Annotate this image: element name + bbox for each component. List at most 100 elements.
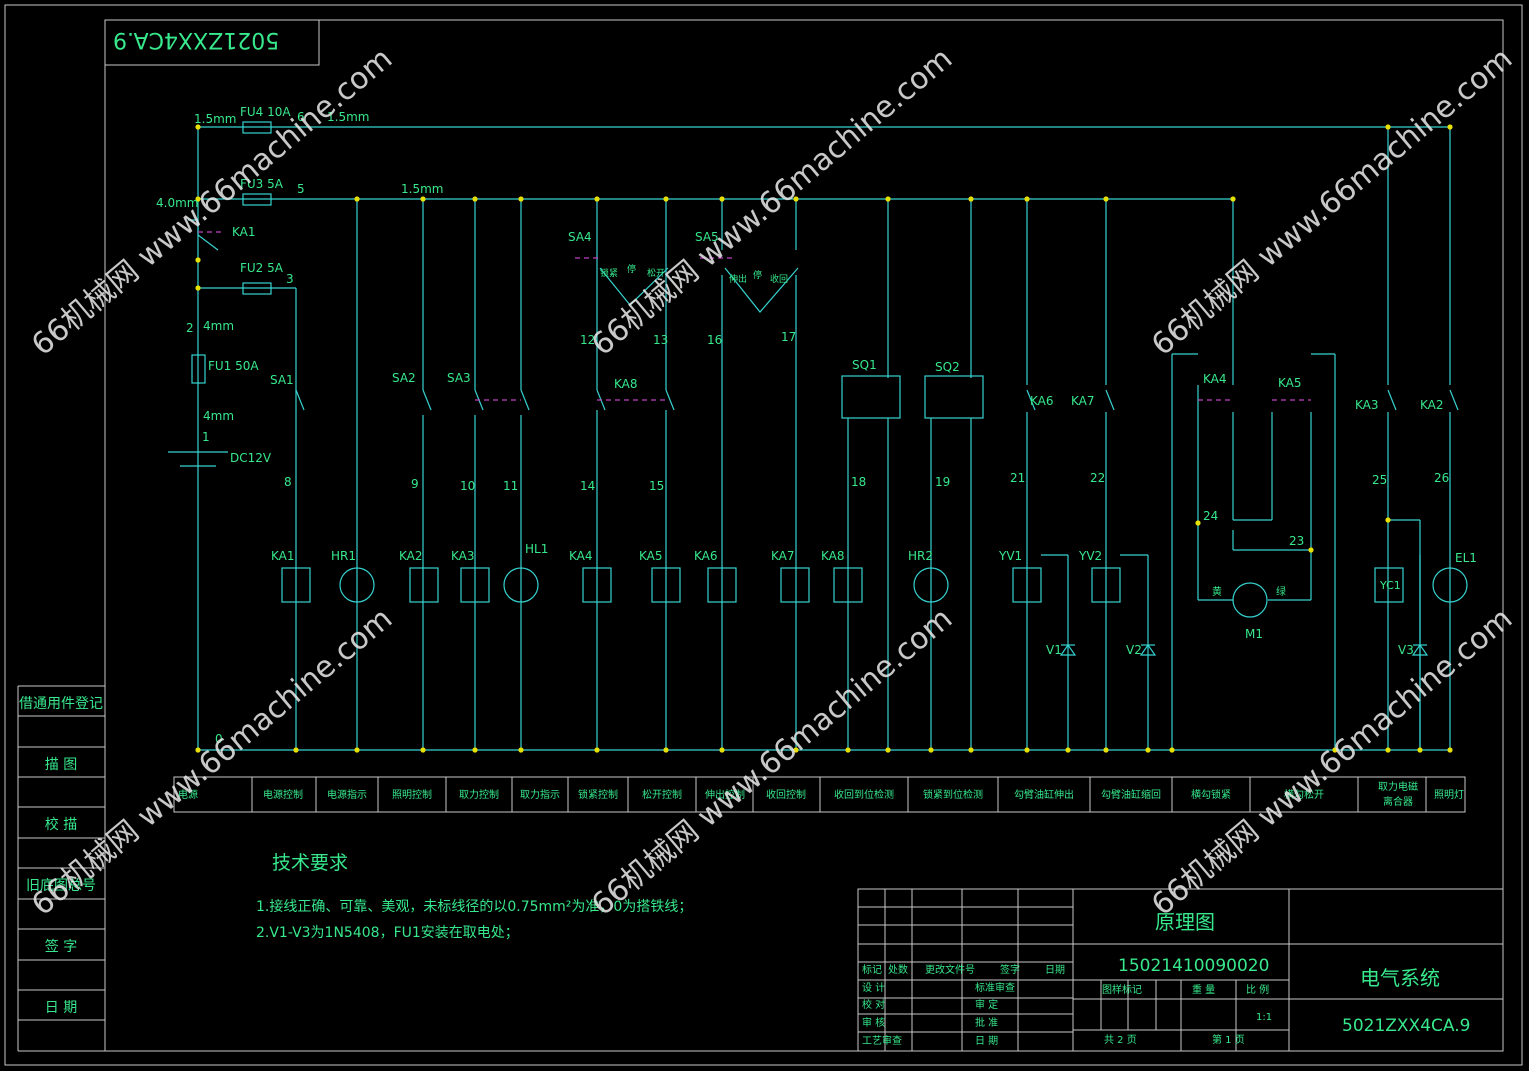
load-label-v3: V3: [1398, 643, 1414, 657]
fuse-fu4: [242, 121, 272, 134]
junction-dot: [1103, 747, 1109, 753]
wire-number-12: 12: [580, 333, 596, 347]
junction-dot: [1103, 196, 1109, 202]
junction-dot: [1169, 747, 1175, 753]
title-name: 原理图: [1155, 910, 1215, 934]
side-panel-2: 校 描: [44, 817, 78, 833]
coil-yv2: [1091, 567, 1121, 603]
coil-ka2: [409, 567, 439, 603]
battery-label: DC12V: [230, 451, 272, 465]
junction-dot: [420, 747, 426, 753]
function-label-18: 照明灯: [1434, 790, 1464, 801]
wire-size-2: 1.5mm: [327, 110, 370, 124]
coil-yc1: [1374, 567, 1404, 603]
junction-dot: [1065, 747, 1071, 753]
lamp-el1: [1432, 567, 1468, 603]
junction-dot: [1385, 747, 1391, 753]
diode: [1059, 643, 1077, 656]
lamp-hr2: [913, 567, 949, 603]
load-label-ka4: KA4: [569, 549, 593, 563]
junction-dot: [1230, 196, 1236, 202]
title-sign: 签字: [1000, 965, 1020, 976]
junction-dot: [195, 196, 201, 202]
ka1-switch-label: KA1: [232, 225, 256, 239]
title-doc: 更改文件号: [925, 965, 975, 976]
function-label-1: 电源控制: [263, 790, 303, 801]
contact: [295, 389, 305, 411]
junction-dot: [793, 747, 799, 753]
junction-dot: [293, 747, 299, 753]
junction-dot: [1332, 747, 1338, 753]
sa1-label: SA1: [270, 373, 294, 387]
coil-ka7: [780, 567, 810, 603]
junction-dot: [518, 196, 524, 202]
sa5-pos-right: 收回: [770, 275, 789, 285]
contact: [1387, 389, 1397, 411]
junction-dot: [663, 196, 669, 202]
junction-dot: [1417, 747, 1423, 753]
sa5-selector: [724, 267, 799, 313]
coil-ka4: [582, 567, 612, 603]
coil-ka5: [651, 567, 681, 603]
title-check: 校 对: [862, 1000, 886, 1011]
wire-number-11: 11: [503, 479, 519, 493]
junction-dot: [1447, 747, 1453, 753]
load-label-yv2: YV2: [1079, 549, 1103, 563]
load-label-hr1: HR1: [331, 549, 356, 563]
sq1-box: [841, 375, 901, 419]
load-label-el1: EL1: [1455, 551, 1477, 565]
title-code: 5021ZXX4CA.9: [1342, 1016, 1471, 1036]
junction-dot: [793, 196, 799, 202]
diode: [1139, 643, 1157, 656]
junction-dot: [1447, 124, 1453, 130]
wire-number-16: 16: [707, 333, 723, 347]
junction-dot: [594, 196, 600, 202]
contact: [1449, 389, 1459, 411]
wire-size-4: 4.0mm: [156, 196, 199, 210]
tech-line-2: 2.V1-V3为1N5408，FU1安装在取电处；: [256, 925, 519, 941]
wire-number-25: 25: [1372, 473, 1388, 487]
sa3-label: SA3: [447, 371, 471, 385]
title-scale_val: 1:1: [1256, 1012, 1273, 1023]
junction-dot: [719, 747, 725, 753]
junction-dot: [420, 196, 426, 202]
function-label-3: 照明控制: [392, 790, 432, 801]
title-audit: 审 定: [975, 1000, 999, 1011]
load-label-ka3: KA3: [451, 549, 475, 563]
wire-5: 5: [297, 182, 305, 196]
wire-2: 2: [186, 321, 194, 335]
sa2-label: SA2: [392, 371, 416, 385]
junction-dot: [472, 747, 478, 753]
function-label-7: 松开控制: [642, 790, 682, 801]
wire-number-10: 10: [460, 479, 476, 493]
sa4-pos-right: 松开: [647, 269, 666, 279]
coil-ka8: [833, 567, 863, 603]
wire-size-1: 1.5mm: [194, 112, 237, 126]
fuse-fu1: [191, 354, 206, 384]
title-count: 处数: [888, 965, 908, 976]
function-label-15: 横勾松开: [1284, 790, 1324, 801]
load-label-ka6: KA6: [694, 549, 718, 563]
sq1-label: SQ1: [852, 358, 877, 372]
wire-number-8: 8: [284, 475, 292, 489]
load-label-ka8: KA8: [821, 549, 845, 563]
junction-dot: [1024, 196, 1030, 202]
title-page: 第 1 页: [1212, 1035, 1245, 1046]
contact: [520, 389, 530, 411]
wire-number-21: 21: [1010, 471, 1026, 485]
fu3-label: FU3 5A: [240, 177, 283, 191]
wire-number-9: 9: [411, 477, 419, 491]
lamp-m1: [1232, 582, 1268, 618]
title-day: 日 期: [975, 1036, 999, 1047]
ka1-switch: [197, 234, 219, 251]
junction-dot: [845, 747, 851, 753]
wire-size-5: 4mm: [203, 319, 235, 333]
junction-dot: [195, 124, 201, 130]
ka4-contact-label: KA4: [1203, 372, 1227, 386]
junction-dot: [719, 196, 725, 202]
load-label-yc1: YC1: [1380, 579, 1401, 592]
junction-dot: [472, 196, 478, 202]
wire-number-18: 18: [851, 475, 867, 489]
wire-number-13: 13: [653, 333, 669, 347]
